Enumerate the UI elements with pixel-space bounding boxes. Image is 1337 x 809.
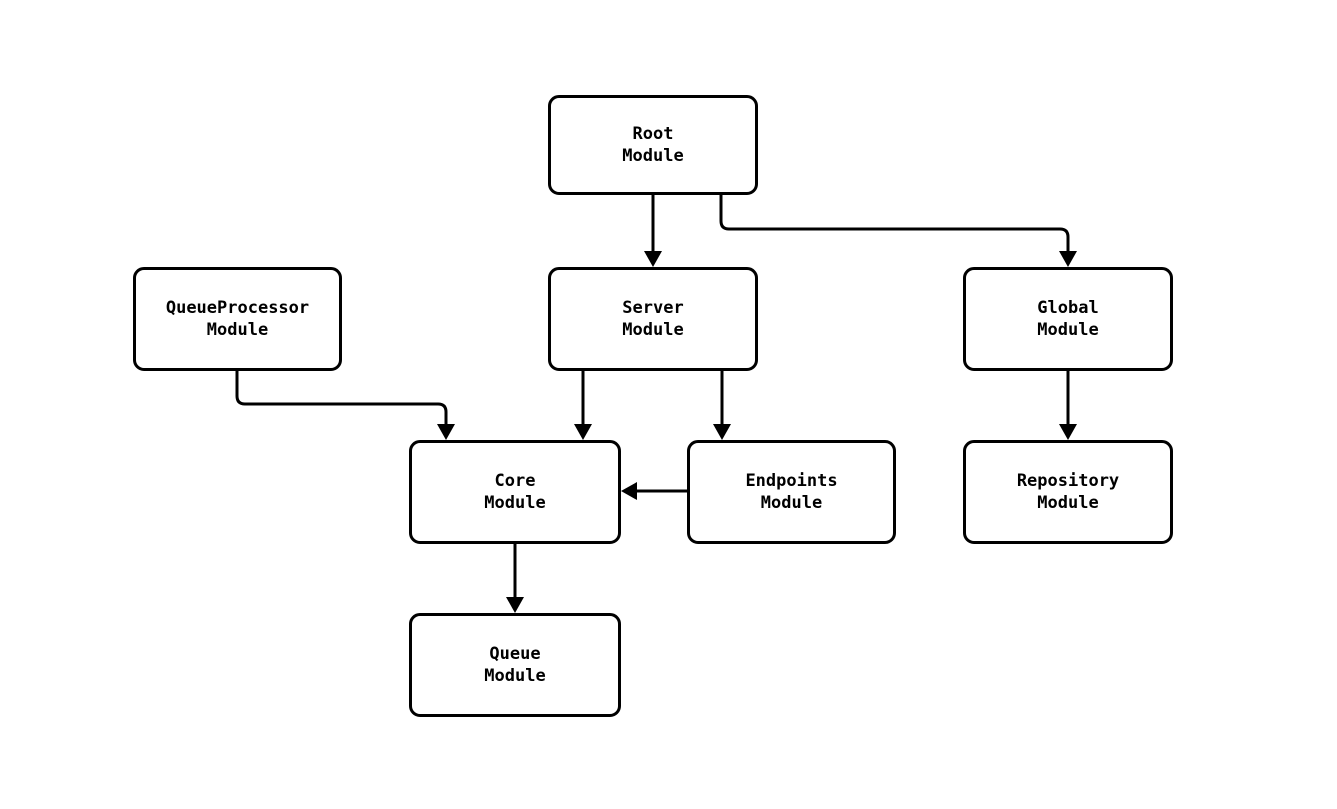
arrowhead-icon <box>1059 424 1077 440</box>
edge-core-to-queue <box>506 544 524 613</box>
edge-root-to-server <box>644 195 662 267</box>
edge-line <box>235 371 448 425</box>
node-server-subtitle: Module <box>622 320 684 340</box>
node-repository-subtitle: Module <box>1037 493 1099 513</box>
node-queueprocessor-subtitle: Module <box>206 320 269 340</box>
arrowhead-icon <box>713 424 731 440</box>
edge-endpoints-to-core <box>621 482 687 500</box>
node-queue-subtitle: Module <box>484 666 546 686</box>
edge-queueprocessor-to-core <box>235 371 455 440</box>
node-endpoints-subtitle: Module <box>760 493 823 513</box>
edge-server-to-core <box>574 371 592 440</box>
edge-root-to-global <box>719 195 1077 267</box>
edge-server-to-endpoints <box>713 371 731 440</box>
arrowhead-icon <box>437 424 455 440</box>
node-core-title: Core <box>494 471 536 491</box>
node-global-subtitle: Module <box>1037 320 1099 340</box>
arrowhead-icon <box>1059 251 1077 267</box>
arrowhead-icon <box>506 597 524 613</box>
node-root-subtitle: Module <box>622 146 684 166</box>
node-repository-title: Repository <box>1016 471 1120 491</box>
node-server-title: Server <box>622 298 684 318</box>
edge-global-to-repository <box>1059 371 1077 440</box>
node-queueprocessor-title: QueueProcessor <box>165 298 310 318</box>
node-root-title: Root <box>632 124 674 144</box>
node-core-subtitle: Module <box>484 493 546 513</box>
node-endpoints-title: Endpoints <box>745 471 838 491</box>
edge-line <box>719 195 1070 252</box>
arrowhead-icon <box>644 251 662 267</box>
node-global-title: Global <box>1037 298 1099 318</box>
node-queue-title: Queue <box>489 644 541 664</box>
arrowhead-icon <box>621 482 637 500</box>
arrowhead-icon <box>574 424 592 440</box>
